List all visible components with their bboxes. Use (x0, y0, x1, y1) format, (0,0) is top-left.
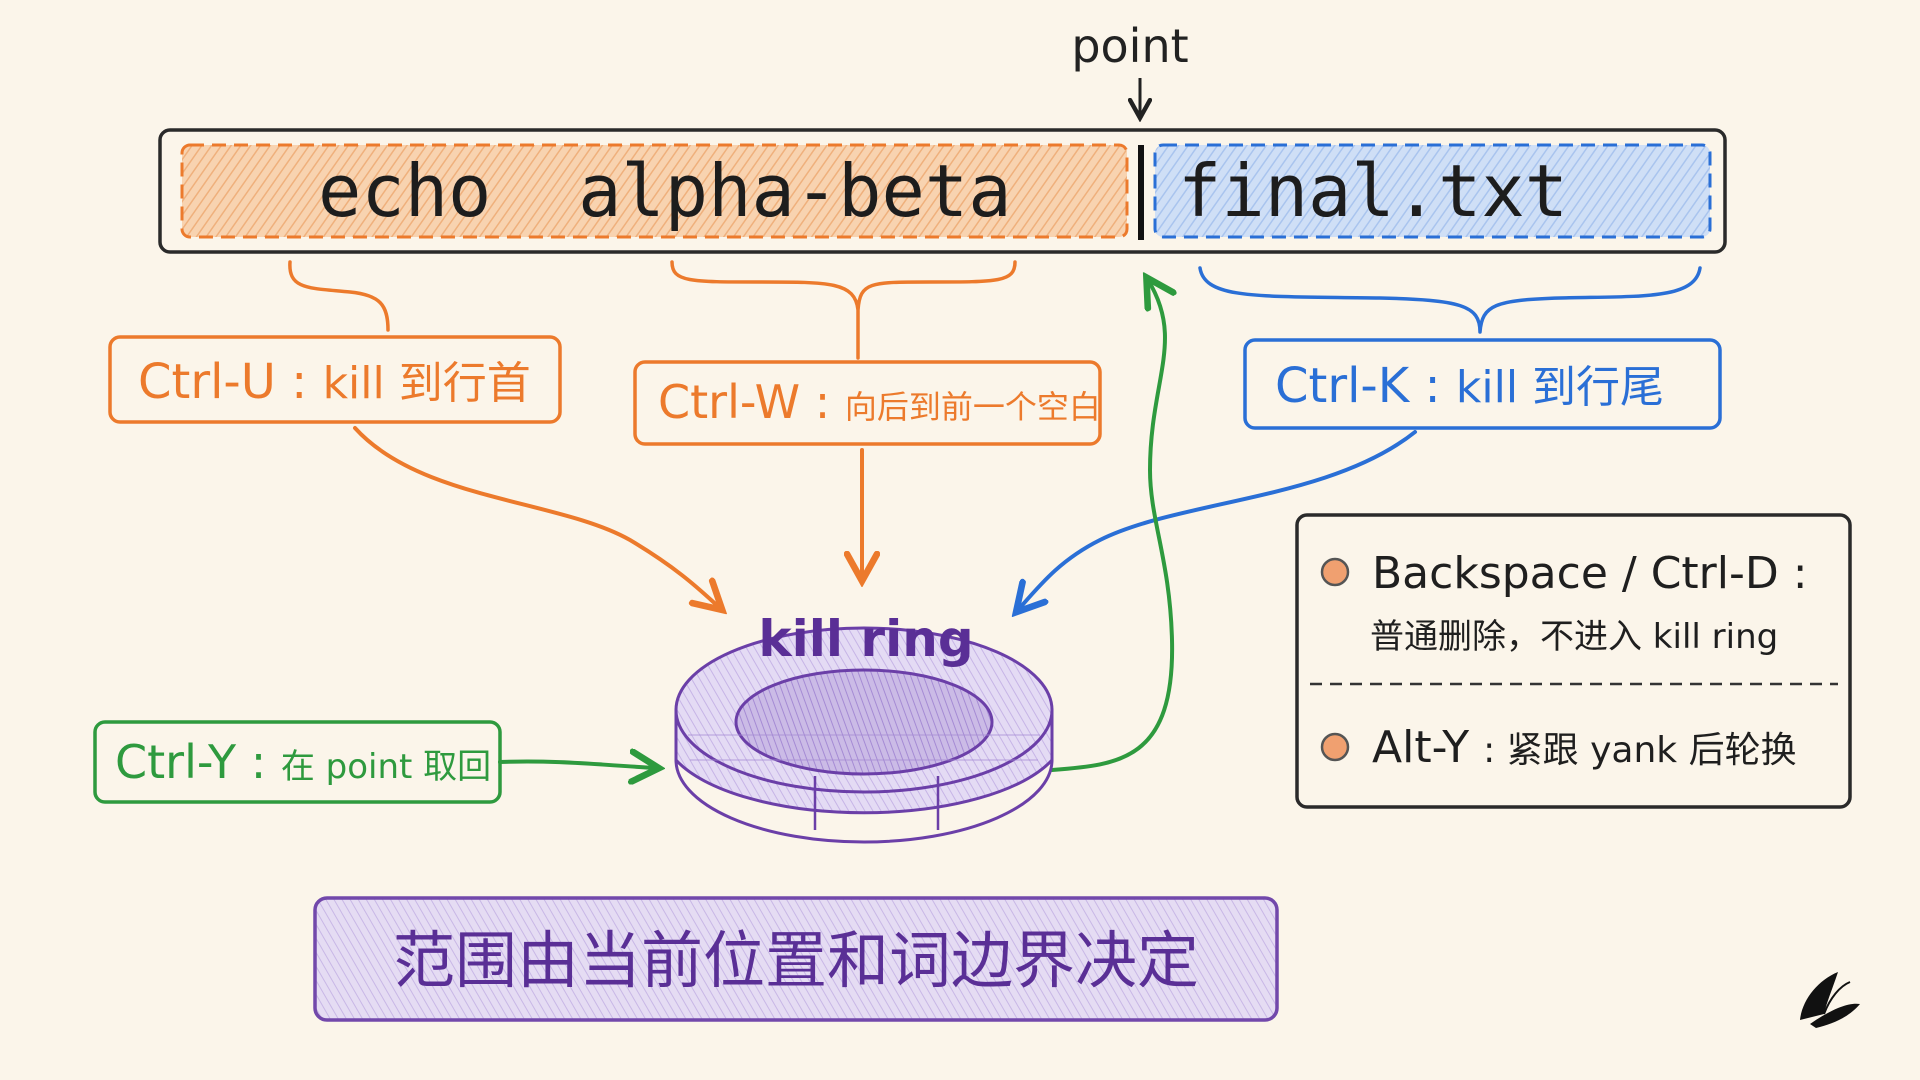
ctrl-y-key: Ctrl-Y (115, 735, 237, 789)
footer-box (313, 896, 1279, 1022)
ctrl-k-brace (1198, 266, 1702, 334)
ctrl-y-arrow (498, 762, 656, 768)
ctrl-w-desc: 向后到前一个空白 (845, 388, 1101, 426)
ctrl-u-colon: : (291, 354, 307, 410)
kill-ring-label: kill ring (758, 610, 973, 668)
command-left-text: echo alpha-beta (318, 149, 1012, 233)
ctrl-k-desc: kill 到行尾 (1456, 362, 1664, 413)
yank-arrow (1050, 280, 1172, 772)
alt-y-label: Alt-Y : 紧跟 yank 后轮换 (1372, 722, 1797, 773)
ctrl-w-key: Ctrl-W (658, 375, 800, 429)
ctrl-u-key: Ctrl-U (138, 354, 276, 410)
command-right-text: final.txt (1178, 149, 1568, 233)
ctrl-u-desc: kill 到行首 (323, 358, 531, 409)
ctrl-u-arrow (353, 426, 720, 608)
alt-y-key: Alt-Y (1372, 722, 1469, 773)
ctrl-w-brace (670, 260, 1017, 360)
ctrl-k-colon: : (1424, 358, 1440, 414)
ctrl-y-colon: : (251, 735, 267, 789)
ctrl-w-label: Ctrl-W : 向后到前一个空白 (658, 375, 1101, 429)
ctrl-y-desc: 在 point 取回 (281, 747, 491, 787)
ctrl-u-box[interactable] (108, 335, 562, 424)
ctrl-k-box[interactable] (1243, 338, 1722, 430)
kill-ring-icon (674, 626, 1054, 844)
ctrl-w-box[interactable] (633, 360, 1102, 446)
point-label: point (1071, 19, 1188, 73)
backspace-bullet-icon (1320, 557, 1350, 587)
alt-y-desc: : 紧跟 yank 后轮换 (1483, 730, 1797, 771)
killed-region-right (1153, 143, 1712, 239)
ctrl-u-label: Ctrl-U : kill 到行首 (138, 354, 531, 410)
ctrl-k-arrow (1018, 430, 1417, 610)
alt-y-bullet-icon (1320, 732, 1350, 762)
notes-box (1295, 513, 1852, 809)
ctrl-y-label: Ctrl-Y : 在 point 取回 (115, 735, 491, 789)
backspace-title: Backspace / Ctrl-D : (1372, 548, 1808, 599)
ctrl-u-brace (288, 260, 390, 332)
backspace-desc: 普通删除，不进入 kill ring (1370, 617, 1778, 657)
butterfly-icon (1800, 972, 1860, 1028)
killed-region-left (180, 143, 1129, 239)
footer-text: 范围由当前位置和词边界决定 (393, 924, 1199, 997)
ctrl-k-label: Ctrl-K : kill 到行尾 (1275, 358, 1664, 414)
ctrl-k-key: Ctrl-K (1275, 358, 1411, 414)
ctrl-w-colon: : (815, 375, 831, 429)
